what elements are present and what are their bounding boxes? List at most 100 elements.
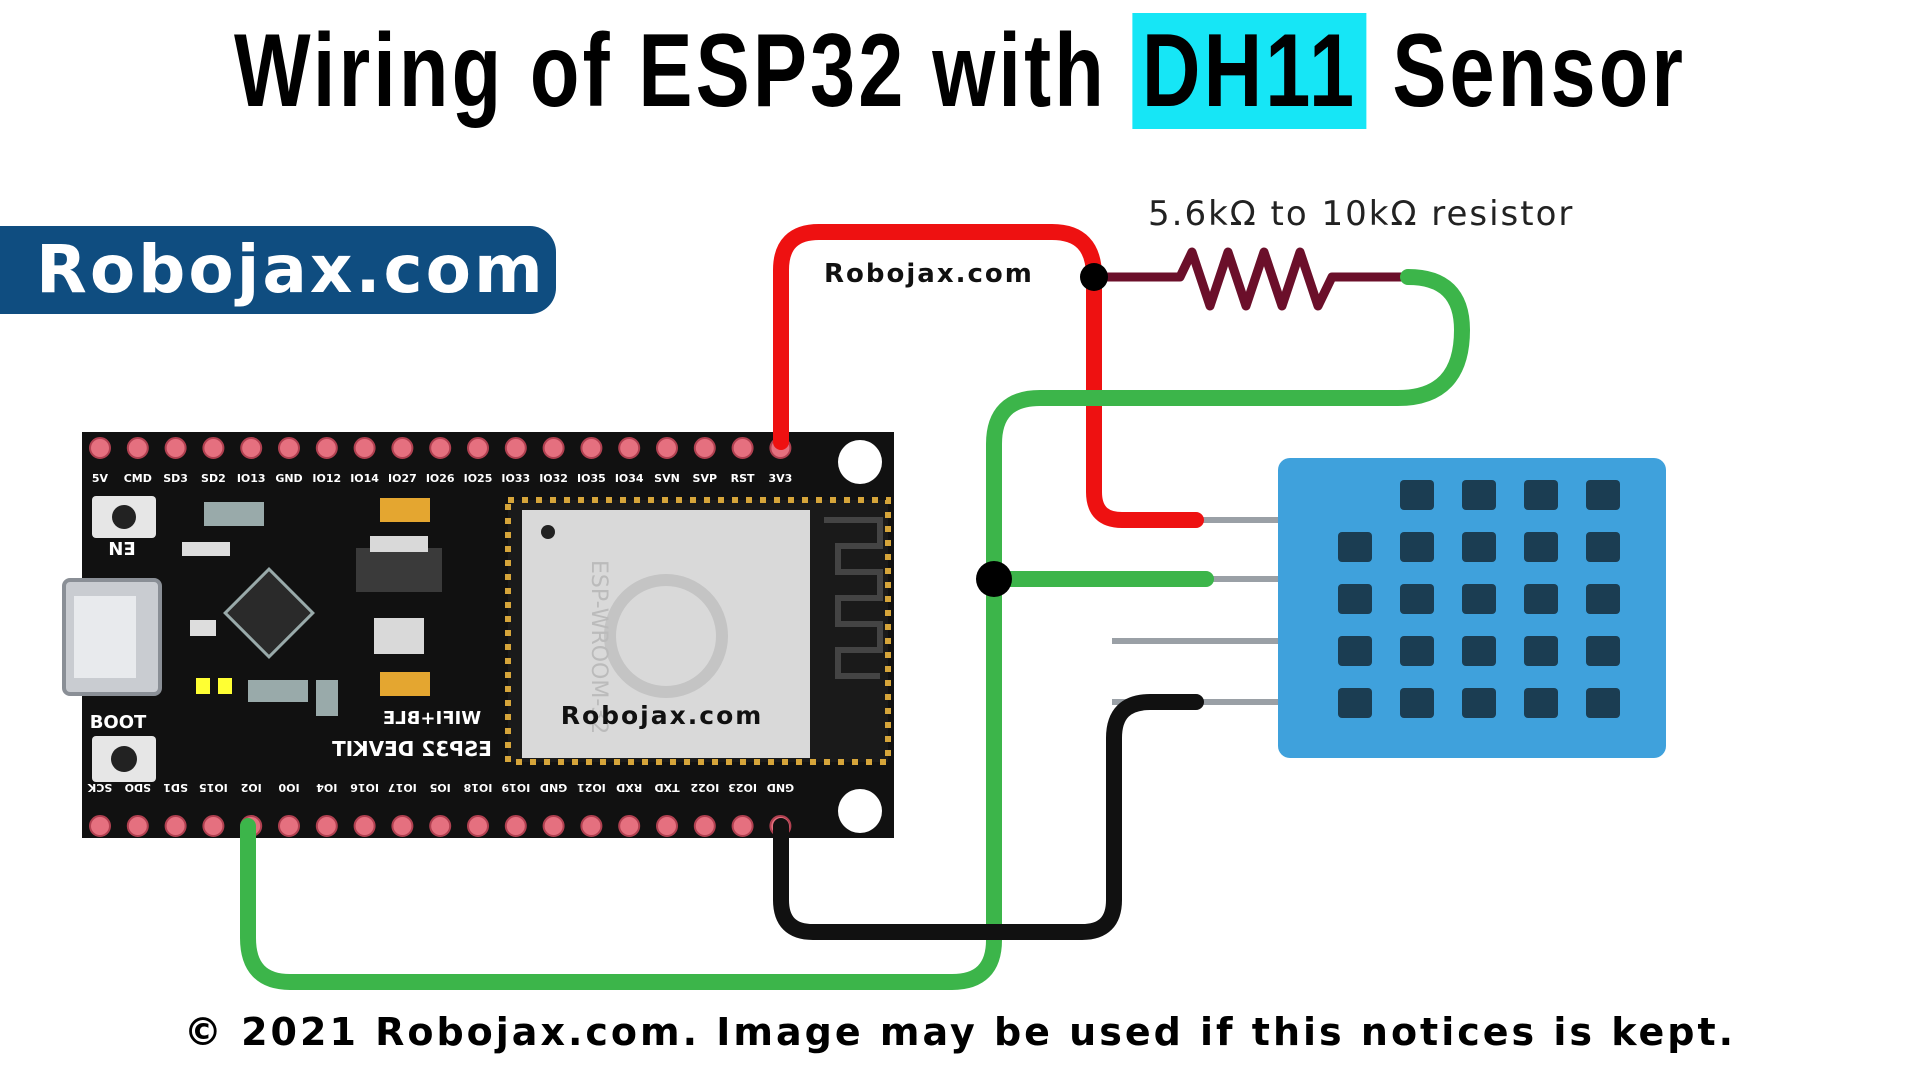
vent-hole	[1524, 532, 1558, 562]
espressif-logo	[604, 574, 728, 698]
pin-label: IO22	[690, 781, 719, 794]
copyright-notice: © 2021 Robojax.com. Image may be used if…	[183, 1010, 1737, 1054]
pin-label: IO18	[464, 781, 493, 794]
pin-pad	[542, 437, 565, 459]
vent-hole	[1400, 584, 1434, 614]
pin-label: IO16	[350, 781, 379, 794]
pin-pad	[89, 437, 111, 459]
pin-pad	[126, 815, 149, 837]
pin-pad	[731, 815, 754, 837]
esp32-board: ESP-WROOM-32 Robojax.com EN BOOT WIFI+BL…	[62, 432, 894, 838]
boot-label: BOOT	[90, 712, 147, 733]
pin-label: IO5	[430, 781, 451, 794]
pin-pad	[126, 437, 149, 459]
pin-label: IO25	[464, 472, 493, 485]
pin-label: IO14	[350, 472, 379, 485]
pin-pad	[618, 815, 641, 837]
smd-component	[190, 620, 216, 636]
led-indicator	[218, 678, 232, 694]
module-label: ESP-WROOM-32	[586, 560, 611, 734]
vent-hole	[1338, 636, 1372, 666]
smd-component	[316, 680, 338, 716]
pin-pad	[202, 815, 225, 837]
vent-hole	[1400, 636, 1434, 666]
pull-up-resistor	[1089, 247, 1413, 311]
vent-hole	[1586, 688, 1620, 718]
usb-port-inner	[74, 596, 136, 678]
vent-hole	[1400, 688, 1434, 718]
module-watermark: Robojax.com	[561, 701, 764, 730]
pin-label: IO12	[312, 472, 341, 485]
esp-wroom-module	[522, 510, 810, 758]
vent-hole	[1338, 688, 1372, 718]
pin-label: 3V3	[768, 472, 792, 485]
pin-pad	[693, 815, 716, 837]
vent-hole	[1462, 636, 1496, 666]
vent-hole	[1524, 688, 1558, 718]
wire-3v3-to-vcc	[773, 224, 1204, 528]
pin-label: 5V	[92, 472, 109, 485]
boot-button-knob	[111, 746, 137, 772]
vent-hole	[1586, 636, 1620, 666]
pin-label: RST	[731, 472, 755, 485]
vent-hole	[1400, 532, 1434, 562]
pin-pad	[164, 815, 187, 837]
vent-hole	[1586, 584, 1620, 614]
vent-hole	[1462, 480, 1496, 510]
pin-label: SDO	[125, 781, 151, 794]
pin-pad	[656, 437, 678, 459]
vent-hole	[1462, 688, 1496, 718]
page-title: Wiring of ESP32 with DH11 Sensor	[211, 12, 1709, 131]
capacitor	[380, 672, 430, 696]
vent-hole	[1338, 584, 1372, 614]
pin-pad	[693, 437, 716, 459]
pin-label: RXD	[616, 781, 642, 794]
vent-hole	[1524, 480, 1558, 510]
pin-pad	[89, 815, 111, 837]
pin-label: IO35	[577, 472, 606, 485]
en-button-knob	[112, 505, 136, 529]
pin-label: IO13	[237, 472, 266, 485]
wire-data-to-io2	[240, 269, 1470, 990]
sensor-vent-grid	[1338, 480, 1620, 718]
pin-pad	[353, 437, 376, 459]
pin-pad	[391, 815, 414, 837]
pin-pad	[580, 437, 603, 459]
usb-uart-chip	[223, 567, 315, 659]
pin-label: IO21	[577, 781, 606, 794]
pin-label: IO32	[539, 472, 568, 485]
pin-label: IO0	[278, 781, 299, 794]
pin-pad	[391, 437, 414, 459]
pin-label: SD1	[163, 781, 188, 794]
pin-pad	[504, 437, 527, 459]
pin-pad	[429, 437, 452, 459]
pin-pad	[202, 437, 225, 459]
vent-hole	[1400, 480, 1434, 510]
smd-array	[248, 680, 308, 702]
vent-hole	[1586, 480, 1620, 510]
pin-pad	[467, 437, 489, 459]
pin-pad	[618, 437, 641, 459]
title-highlight: DH11	[1132, 13, 1367, 129]
en-label: EN	[108, 537, 135, 558]
vent-hole	[1524, 584, 1558, 614]
pin-label: GND	[767, 781, 794, 794]
pin-pad	[504, 815, 527, 837]
pin-pad	[542, 815, 565, 837]
mounting-hole	[838, 440, 882, 484]
pin-pad	[467, 815, 489, 837]
vent-hole	[1524, 636, 1558, 666]
pin-label: IO26	[426, 472, 455, 485]
pin-label: IO34	[615, 472, 644, 485]
pin-label: SCK	[87, 781, 112, 794]
pin-pad	[315, 815, 338, 837]
pin-pad	[429, 815, 452, 837]
smd-component	[182, 542, 230, 556]
pin-label: CMD	[124, 472, 152, 485]
dht11-sensor	[1112, 458, 1666, 758]
module-pin1-dot	[541, 525, 555, 539]
pin-pad	[580, 815, 603, 837]
